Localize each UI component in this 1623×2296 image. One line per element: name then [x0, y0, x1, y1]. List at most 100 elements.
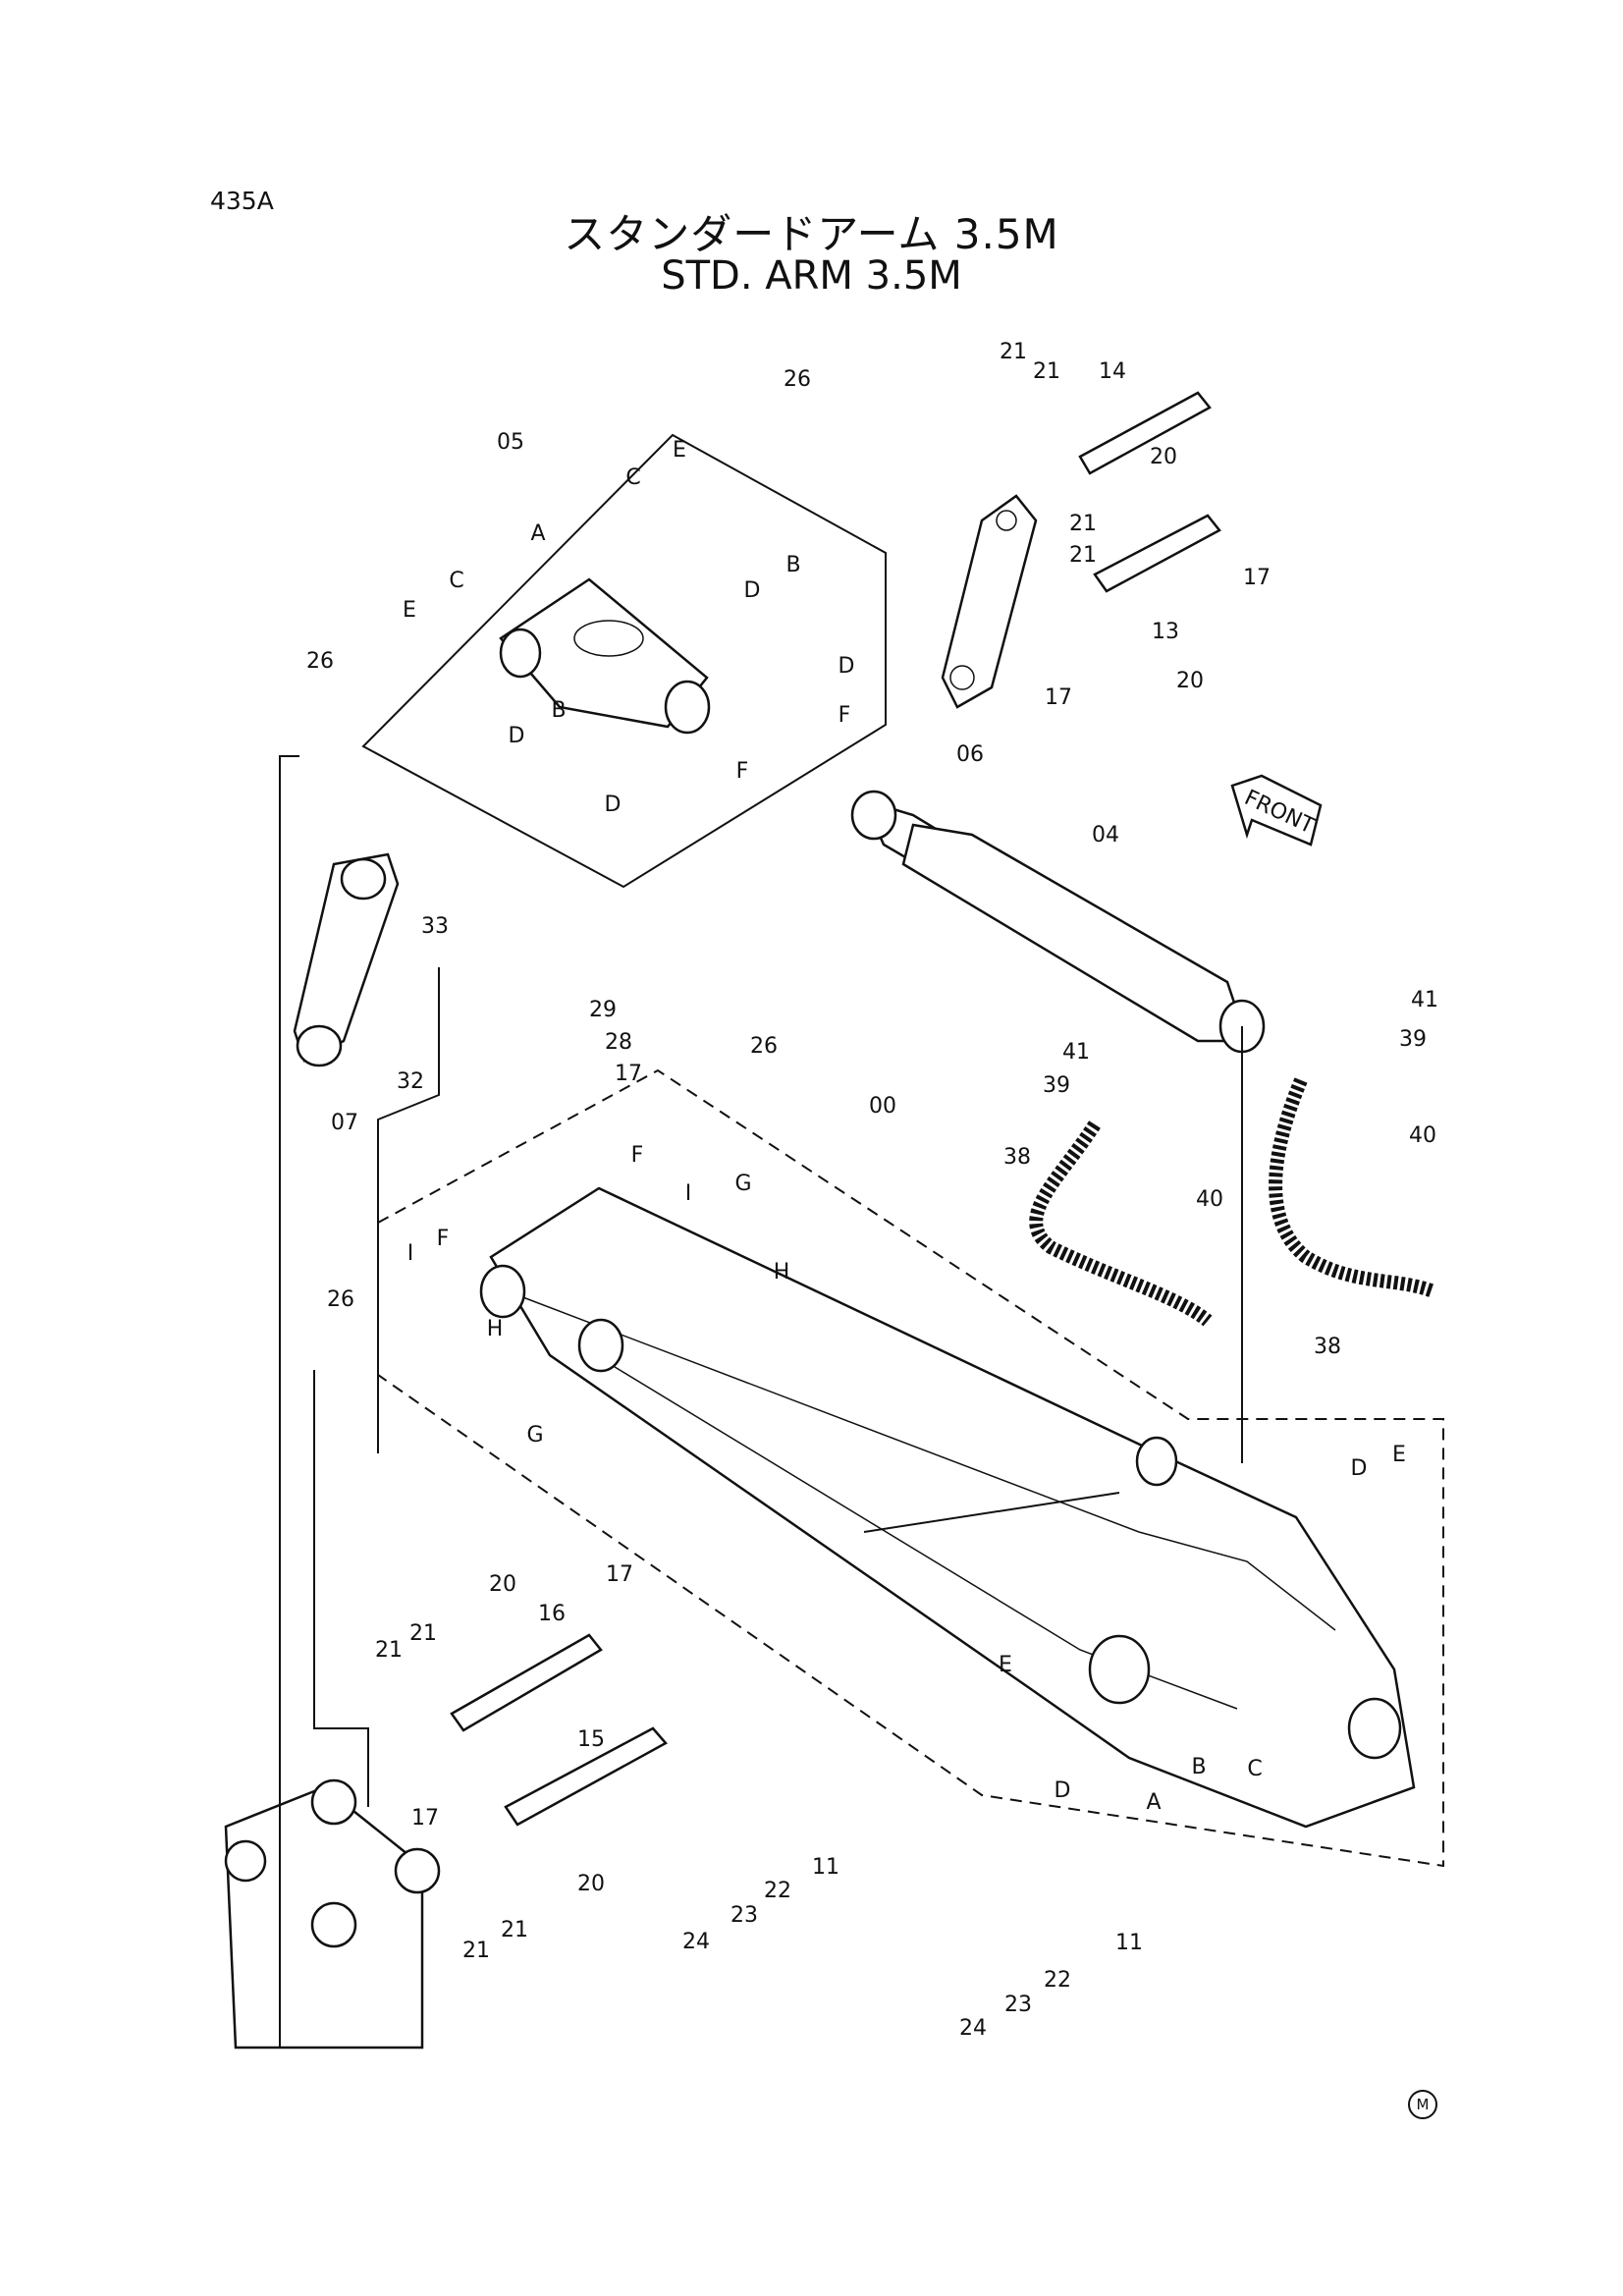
callout-label: H [487, 1317, 504, 1341]
callout-label: 41 [1411, 988, 1438, 1012]
link-a-window [573, 620, 644, 657]
callout-label: 29 [589, 998, 617, 1022]
callout-label: 32 [397, 1069, 424, 1094]
callout-label: B [785, 553, 800, 577]
callout-label: D [744, 578, 761, 603]
callout-label: E [403, 598, 416, 623]
leader-line-lower-left [313, 1370, 369, 1807]
callout-label: G [734, 1172, 751, 1196]
callout-label: D [1055, 1778, 1071, 1803]
link-assembly-outline [361, 433, 887, 889]
callout-label: 06 [956, 742, 984, 767]
callout-label: C [625, 465, 640, 490]
callout-label: D [839, 654, 855, 679]
callout-label: 04 [1092, 823, 1119, 847]
callout-label: D [605, 793, 622, 817]
callout-label: G [526, 1423, 543, 1448]
callout-label: 13 [1152, 620, 1179, 644]
cylinder-04-tube [901, 823, 1249, 1043]
link-06-body [941, 494, 1038, 709]
pin-13 [1093, 514, 1221, 593]
callout-label: 22 [764, 1879, 791, 1903]
callout-label: 26 [750, 1034, 778, 1059]
link-07-boss-bottom [296, 1024, 343, 1067]
leader-line-left-inner [377, 967, 440, 1453]
callout-label: 17 [606, 1562, 633, 1587]
callout-label: 20 [489, 1572, 516, 1597]
pin-16 [450, 1633, 603, 1732]
callout-label: 21 [1000, 340, 1027, 364]
leader-line-pin-11 [863, 1492, 1120, 1533]
callout-label: 21 [462, 1939, 490, 1963]
arm-boss-right [1135, 1436, 1178, 1487]
callout-label: A [1146, 1790, 1161, 1815]
callout-label: B [1191, 1755, 1206, 1779]
pin-14 [1078, 391, 1212, 475]
callout-label: 26 [327, 1287, 354, 1312]
callout-label: A [530, 521, 545, 546]
callout-label: 24 [959, 2016, 987, 2041]
callout-label: E [1392, 1443, 1406, 1467]
callout-label: 11 [812, 1855, 839, 1880]
hose-38-left [1029, 1121, 1213, 1327]
callout-label: 17 [1243, 566, 1271, 590]
callout-label: F [631, 1143, 644, 1168]
callout-label: B [551, 698, 566, 723]
callout-label: F [437, 1227, 450, 1251]
arm-boss-mid [577, 1318, 624, 1373]
callout-label: 21 [409, 1621, 437, 1646]
callout-label: E [673, 438, 686, 463]
arm-inner-edge [519, 1295, 1336, 1631]
callout-label: 39 [1043, 1073, 1070, 1098]
callout-label: 39 [1399, 1027, 1427, 1052]
callout-label: 23 [730, 1903, 758, 1928]
callout-label: 38 [1314, 1335, 1341, 1359]
callout-label: 16 [538, 1602, 566, 1626]
link-06-hole-top [996, 510, 1017, 531]
arm-boss-tip [1347, 1697, 1402, 1760]
callout-label: 40 [1196, 1187, 1223, 1212]
callout-label: 38 [1003, 1145, 1031, 1170]
title-english: STD. ARM 3.5M [661, 253, 962, 299]
callout-label: 22 [1044, 1968, 1071, 1993]
corner-mark: M [1408, 2090, 1437, 2119]
boom-stub-boss-3 [394, 1847, 441, 1894]
page-code: 435A [210, 187, 274, 215]
callout-label: 20 [1150, 445, 1177, 469]
callout-label: 17 [411, 1806, 439, 1831]
callout-label: 14 [1099, 359, 1126, 384]
callout-label: 20 [577, 1872, 605, 1896]
callout-label: C [1247, 1757, 1262, 1781]
callout-label: I [685, 1181, 692, 1206]
callout-label: 17 [615, 1062, 642, 1086]
callout-label: I [407, 1241, 414, 1266]
callout-label: 07 [331, 1111, 358, 1135]
arm-boss-center [1088, 1634, 1151, 1705]
callout-label: 21 [1069, 543, 1097, 568]
link-06-hole-bottom [949, 665, 975, 690]
callout-label: 21 [1033, 359, 1060, 384]
pin-15 [504, 1726, 668, 1827]
callout-label: 23 [1004, 1993, 1032, 2017]
callout-label: H [774, 1260, 790, 1285]
front-arrow-icon [1230, 774, 1323, 847]
callout-label: D [1351, 1456, 1368, 1481]
cylinder-04-rod-eye [850, 790, 897, 841]
callout-label: 40 [1409, 1123, 1436, 1148]
callout-label: E [999, 1653, 1012, 1677]
arm-body [489, 1186, 1416, 1829]
hose-38-right [1269, 1077, 1436, 1298]
callout-label: 17 [1045, 685, 1072, 710]
link-07-boss-top [340, 857, 387, 901]
boom-stub-boss-2 [310, 1778, 357, 1826]
link-07-body [293, 852, 400, 1063]
boom-stub-boss-1 [224, 1839, 267, 1883]
link-a-boss-left [499, 628, 542, 679]
callout-label: 33 [421, 914, 449, 939]
title-japanese: スタンダードアーム 3.5M [564, 210, 1059, 258]
callout-label: 26 [784, 367, 811, 392]
callout-label: 15 [577, 1727, 605, 1752]
callout-label: 41 [1062, 1040, 1090, 1065]
callout-label: D [509, 724, 525, 748]
arm-lower-edge [578, 1344, 1238, 1710]
